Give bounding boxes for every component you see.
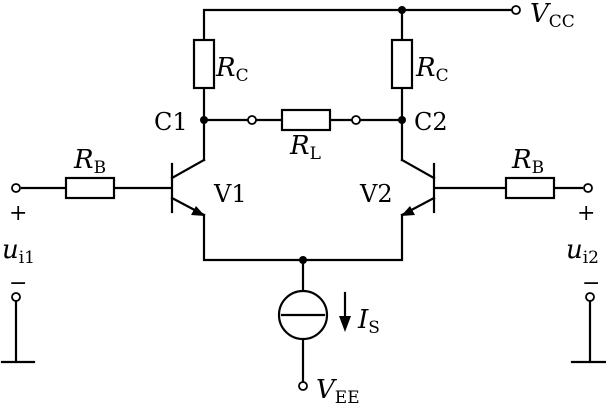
- ui1-plus-terminal: [11, 183, 21, 193]
- ui1-minus-terminal: [11, 292, 21, 302]
- tail-node: [299, 256, 307, 264]
- current-direction-arrow: [339, 316, 351, 332]
- ui2-label: ui2: [566, 235, 599, 268]
- rb-left-label: RB: [73, 145, 106, 178]
- vee-label: VEE: [316, 375, 360, 408]
- ui1-plus-sign: +: [9, 201, 27, 226]
- rc-right-resistor: [390, 38, 414, 90]
- ui1-minus-sign: −: [9, 271, 27, 296]
- rl-resistor: [280, 108, 332, 132]
- ground-right: [570, 298, 606, 364]
- transistor-v2: [400, 158, 436, 217]
- is-label: IS: [357, 305, 380, 338]
- ui2-plus-sign: +: [577, 201, 595, 226]
- rc-right-label: RC: [415, 53, 449, 86]
- v1-label: V1: [213, 180, 247, 208]
- vcc-rail: [202, 8, 514, 42]
- rb-right-resistor: [504, 176, 556, 200]
- v2-emitter-arrow: [401, 206, 415, 216]
- rl-label: RL: [289, 131, 321, 164]
- rc-left-label: RC: [215, 53, 249, 86]
- rc-left-resistor: [192, 38, 216, 90]
- v2-label: V2: [359, 180, 393, 208]
- vcc-node: [398, 6, 406, 14]
- ui1-label: ui1: [2, 235, 35, 268]
- rl-terminal-right: [351, 115, 361, 125]
- ui2-minus-sign: −: [582, 271, 600, 296]
- ui2-minus-terminal: [585, 292, 595, 302]
- rl-terminal-left: [247, 115, 257, 125]
- rb-left-resistor: [64, 176, 116, 200]
- v1-emitter-arrow: [191, 206, 205, 216]
- ui2-plus-terminal: [583, 183, 593, 193]
- transistor-v1: [170, 158, 206, 217]
- vcc-terminal: [511, 5, 521, 15]
- emitter-tail: [202, 213, 404, 262]
- c1-node: [200, 116, 208, 124]
- rb-right-label: RB: [511, 145, 544, 178]
- vee-terminal: [298, 381, 308, 391]
- current-source: [277, 289, 351, 341]
- c2-label: C2: [414, 108, 448, 136]
- c2-node: [398, 116, 406, 124]
- c1-label: C1: [154, 108, 188, 136]
- ground-left: [0, 298, 36, 364]
- vcc-label: VCC: [530, 0, 575, 32]
